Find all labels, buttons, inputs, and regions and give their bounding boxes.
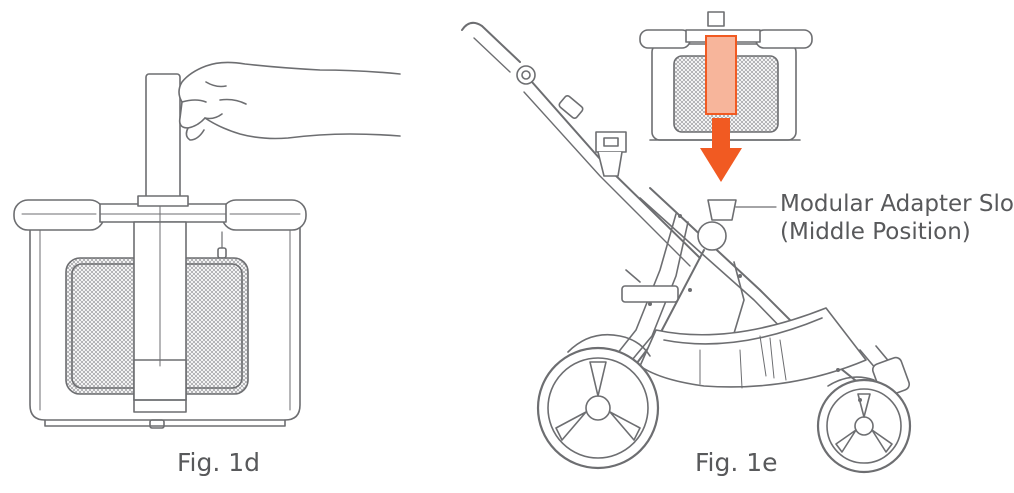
figure-caption-1d: Fig. 1d [177,448,261,477]
hand-illustration [178,61,401,141]
callout-label-line2: (Middle Position) [780,219,971,245]
fig-1d-carrier [13,73,307,429]
callout-label-line1: Modular Adapter Slot [780,191,1014,217]
figure-caption-1e: Fig. 1e [695,448,778,477]
insertion-direction-arrow [700,35,742,182]
fig-1e-stroller [461,21,912,474]
